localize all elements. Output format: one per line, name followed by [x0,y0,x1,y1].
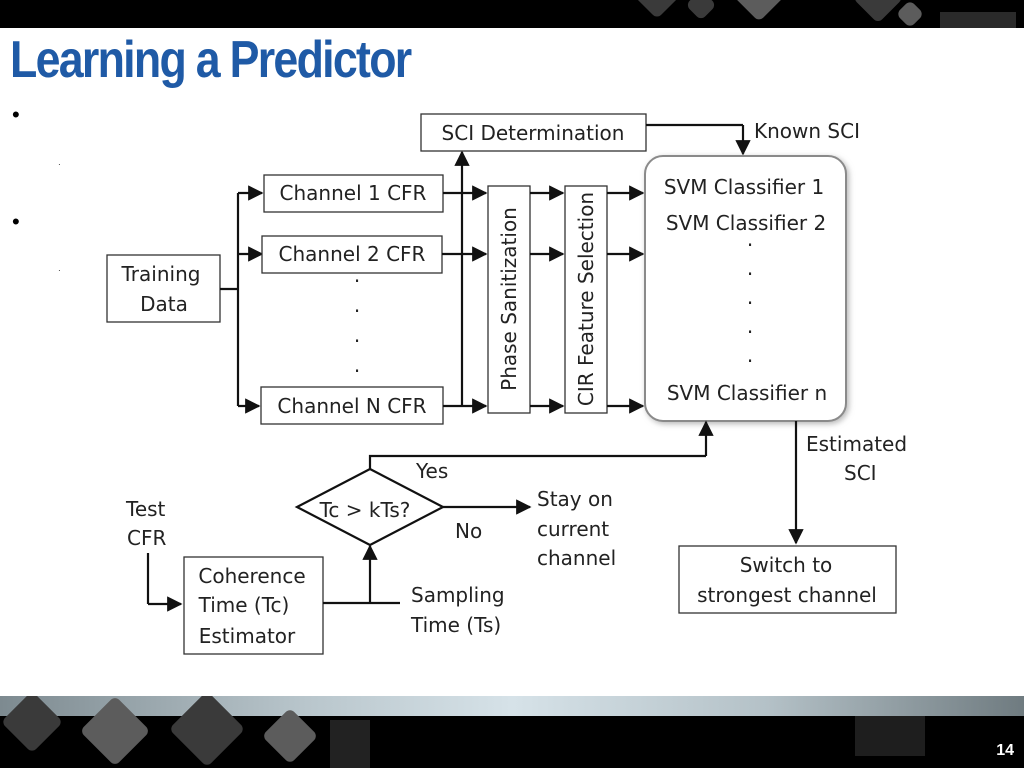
subbullet-marker: · [58,160,61,169]
bottom-decorative-band [0,696,1024,768]
estimated-sci-label-line2: SCI [844,461,877,485]
channel-n-cfr-label: Channel N CFR [277,394,426,418]
cir-feature-selection-box [564,185,608,414]
coherence-time-estimator-box [183,556,324,655]
ellipsis-dot: · [747,320,753,344]
training-data-label-line2: Data [140,292,188,316]
bottom-glow [0,696,1024,716]
stay-label-line1: Stay on [537,487,613,511]
sampling-label-line1: Sampling [411,583,505,607]
coherence-label-line1: Coherence [198,564,305,588]
connector-yes [368,454,706,469]
stay-label-line2: current [537,517,609,541]
switch-strongest-channel-box [678,545,897,614]
channel-1-cfr-label: Channel 1 CFR [280,181,427,205]
switch-label-line2: strongest channel [697,583,877,607]
ellipsis-dot: · [747,262,753,286]
channel-n-cfr-box [260,386,444,425]
ellipsis-dot: · [747,291,753,315]
phase-sanitization-box [487,185,531,414]
known-sci-label: Known SCI [754,119,860,143]
no-label: No [455,519,482,543]
subbullet-marker: · [58,266,61,275]
page-number: 14 [996,742,1014,759]
phase-sanitization-label: Phase Sanitization [497,207,521,391]
svm-classifier-1-label: SVM Classifier 1 [664,175,824,199]
decor-square [855,716,925,756]
training-data-label-line1: Training [121,262,201,286]
stay-label-line3: channel [537,546,616,570]
coherence-label-line3: Estimator [199,624,296,648]
decision-label: Tc > kTs? [319,498,411,522]
ellipsis-dot: · [354,359,360,383]
ellipsis-dot: · [354,269,360,293]
test-cfr-label-line2: CFR [127,526,166,550]
sci-determination-label: SCI Determination [442,121,625,145]
decor-square [940,12,1016,28]
svm-classifier-group-box [644,155,847,422]
test-cfr-label-line1: Test [125,497,166,521]
bullet-marker: • [12,102,20,127]
sampling-label-line2: Time (Ts) [410,613,501,637]
ellipsis-dot: · [354,329,360,353]
channel-2-cfr-label: Channel 2 CFR [279,242,426,266]
bullet-marker: • [12,209,20,234]
svm-classifier-n-label: SVM Classifier n [667,381,827,405]
sci-determination-box [420,113,647,152]
yes-label: Yes [415,459,448,483]
ellipsis-dot: · [747,349,753,373]
decor-square [330,720,370,768]
slide-title: Learning a Predictor [10,31,412,89]
cir-feature-selection-label: CIR Feature Selection [574,192,598,406]
estimated-sci-label-line1: Estimated [806,432,907,456]
ellipsis-dot: · [354,299,360,323]
svm-classifier-2-label: SVM Classifier 2 [666,211,826,235]
ellipsis-dot: · [747,233,753,257]
top-decorative-band [0,0,1024,28]
coherence-label-line2: Time (Tc) [198,593,290,617]
channel-2-cfr-box [261,235,443,274]
switch-label-line1: Switch to [740,553,833,577]
